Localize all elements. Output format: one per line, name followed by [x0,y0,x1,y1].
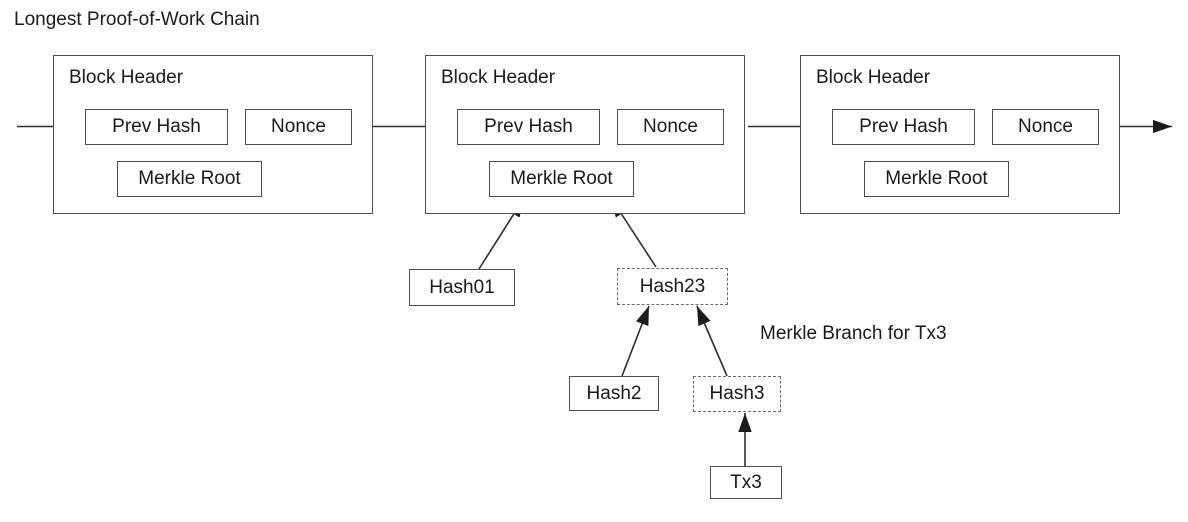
block-header-box-1: Block Header Prev Hash Nonce Merkle Root [53,55,373,214]
nonce-box: Nonce [617,109,724,145]
diagram-title: Longest Proof-of-Work Chain [14,9,260,30]
block-header-box-3: Block Header Prev Hash Nonce Merkle Root [800,55,1120,214]
prev-hash-box: Prev Hash [832,109,975,145]
arrow-hash2-to-hash23 [621,305,650,377]
block-header-box-2: Block Header Prev Hash Nonce Merkle Root [425,55,745,214]
block-header-title: Block Header [441,67,556,88]
merkle-root-box: Merkle Root [864,161,1009,197]
hash23-box: Hash23 [617,268,728,305]
nonce-box: Nonce [245,109,352,145]
prev-hash-box: Prev Hash [85,109,228,145]
hash2-box: Hash2 [569,376,659,411]
merkle-root-box: Merkle Root [117,161,262,197]
hash3-box: Hash3 [693,376,781,412]
arrow-hash3-to-hash23 [696,305,728,377]
block-header-title: Block Header [816,67,931,88]
merkle-root-box: Merkle Root [489,161,634,197]
block-header-title: Block Header [69,67,184,88]
merkle-branch-label: Merkle Branch for Tx3 [760,323,947,344]
tx3-box: Tx3 [710,466,782,499]
prev-hash-box: Prev Hash [457,109,600,145]
nonce-box: Nonce [992,109,1099,145]
hash01-box: Hash01 [409,269,515,306]
